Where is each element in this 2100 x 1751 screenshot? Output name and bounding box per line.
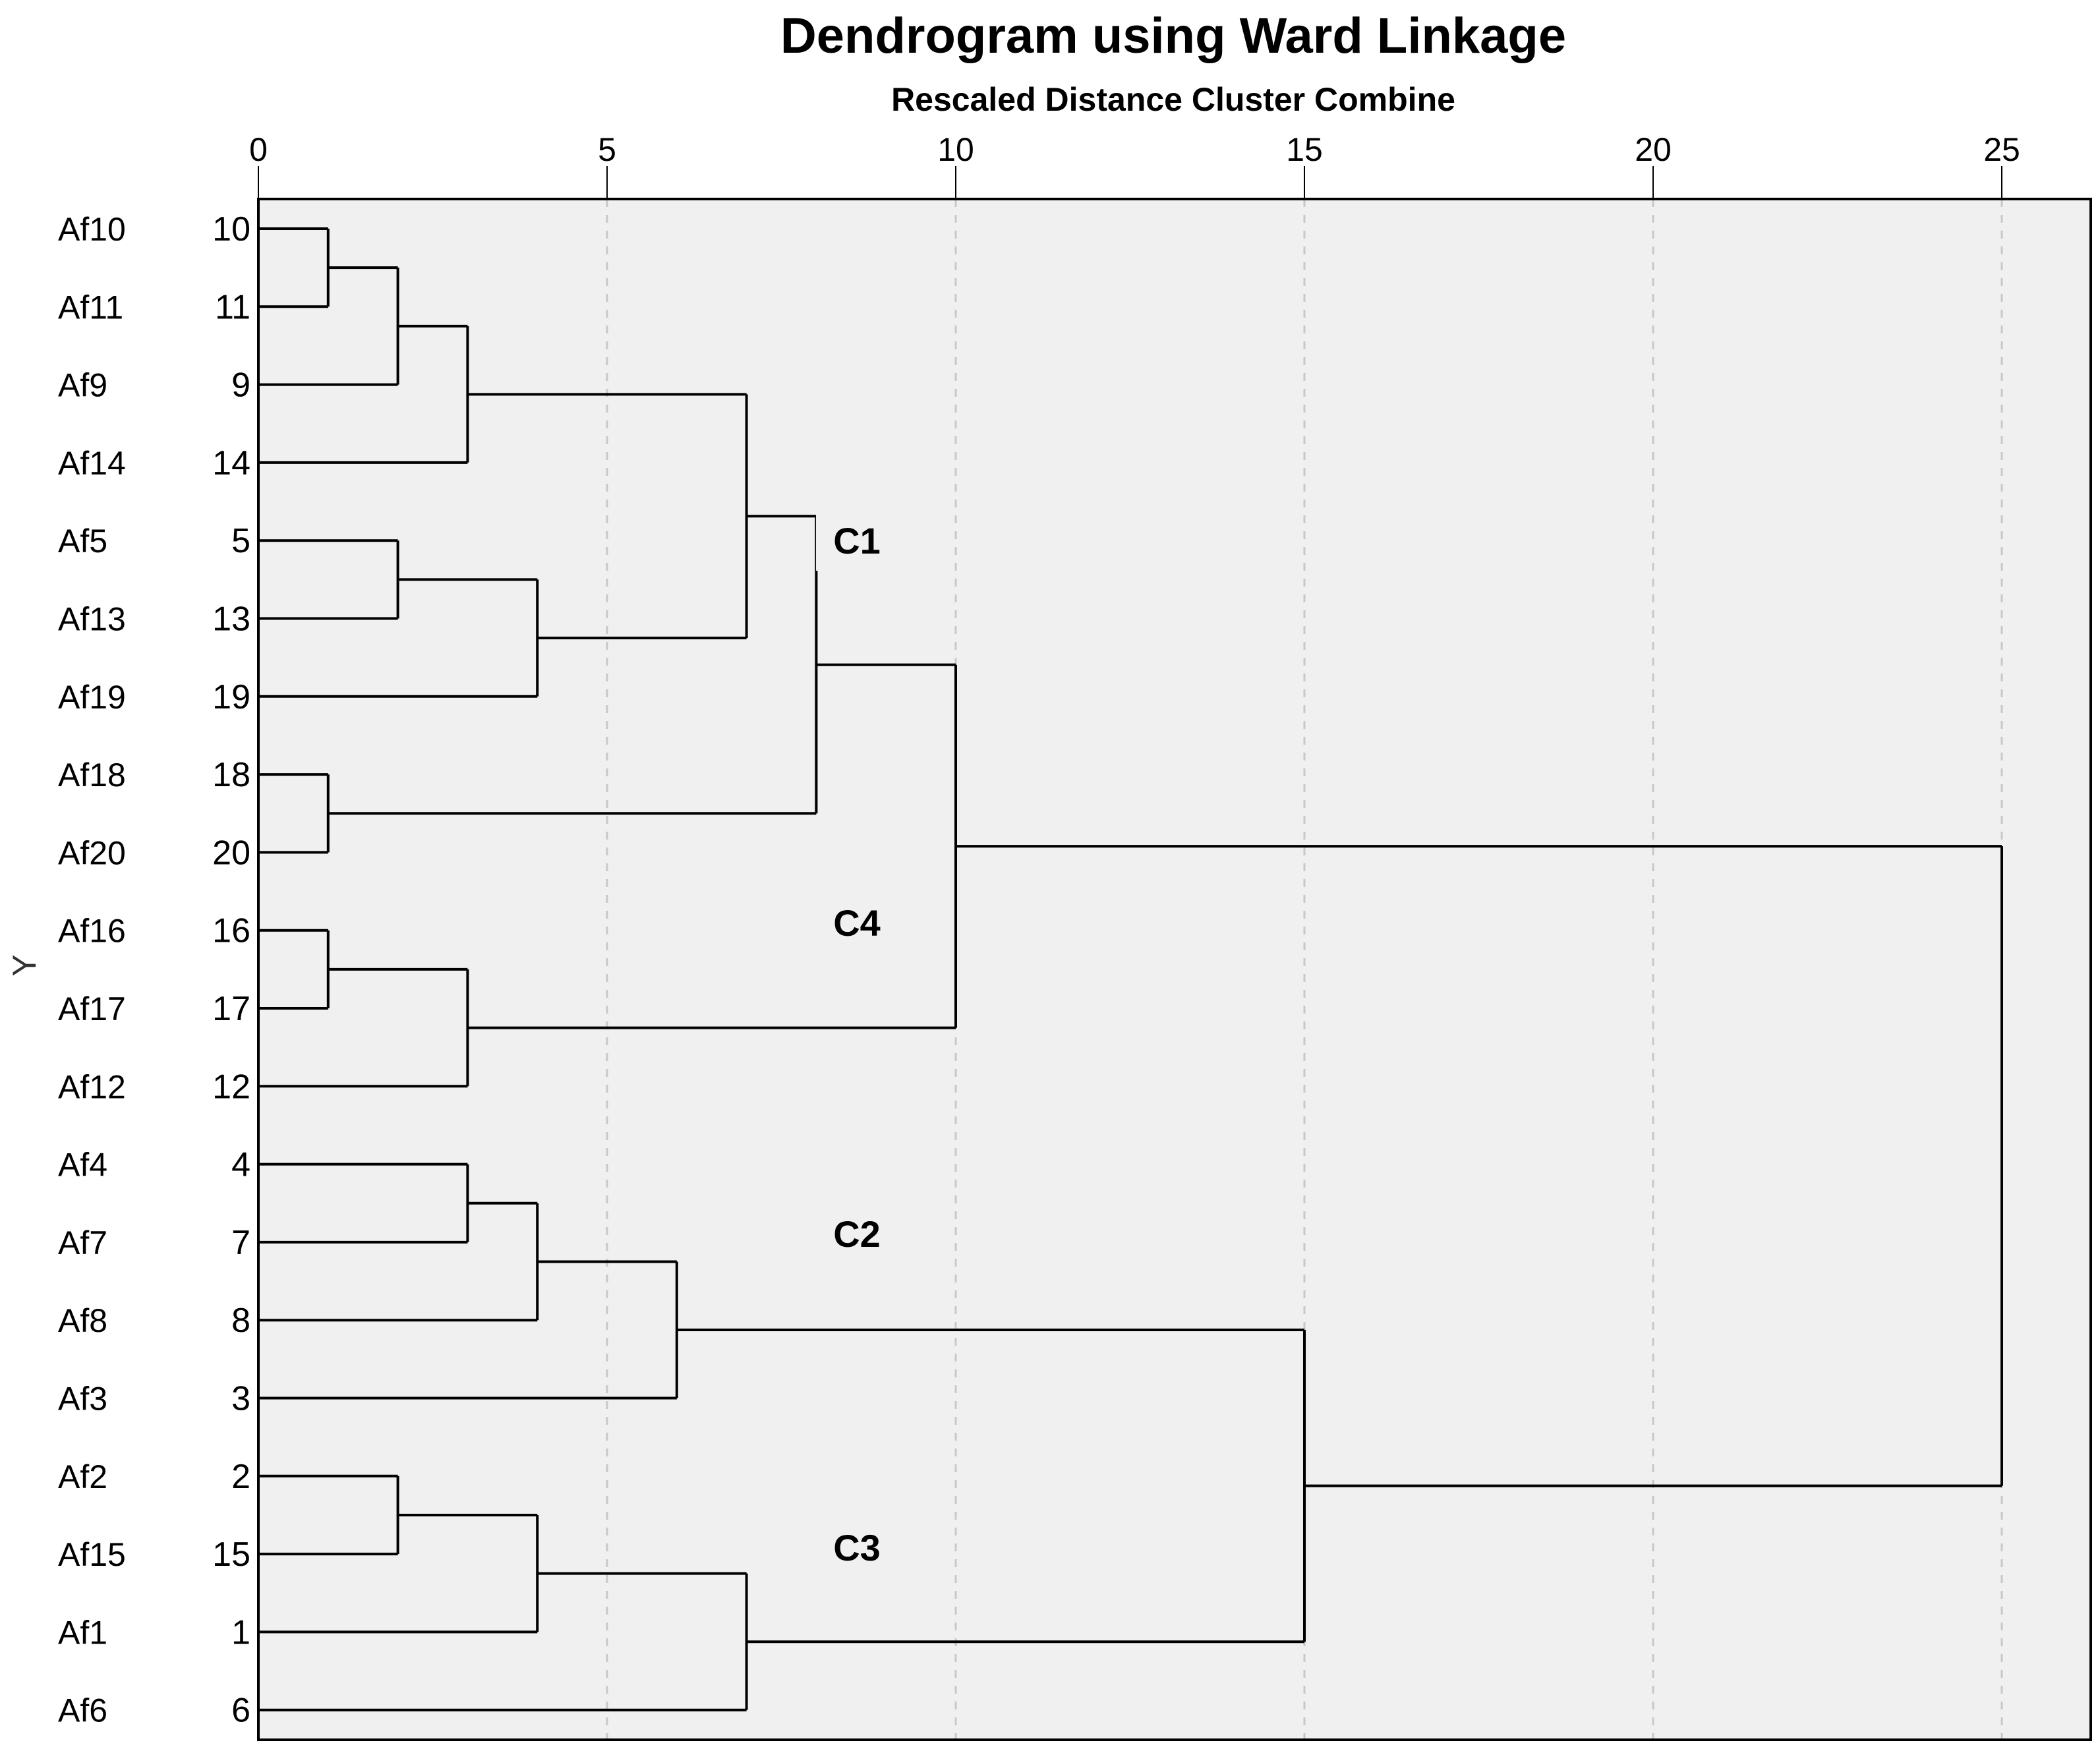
leaf-name-label: Af5 xyxy=(58,523,107,560)
leaf-name-label: Af14 xyxy=(58,445,126,482)
x-tick-label: 25 xyxy=(1983,131,2020,168)
leaf-name-label: Af9 xyxy=(58,367,107,404)
leaf-id-label: 17 xyxy=(212,990,250,1028)
plot-frame xyxy=(257,198,2092,1741)
leaf-id-label: 8 xyxy=(231,1302,250,1340)
cluster-label-bg xyxy=(816,511,898,571)
leaf-name-label: Af20 xyxy=(58,834,126,871)
leaf-id-label: 11 xyxy=(215,288,250,326)
leaf-id-label: 5 xyxy=(231,522,250,560)
plot-background xyxy=(258,199,2091,1740)
leaf-name-label: Af17 xyxy=(58,990,126,1027)
x-tick-label: 10 xyxy=(937,131,974,168)
leaf-id-label: 16 xyxy=(212,912,250,950)
leaf-id-label: 1 xyxy=(231,1613,250,1651)
x-tick-label: 5 xyxy=(598,131,616,168)
leaf-name-label: Af13 xyxy=(58,601,126,638)
leaf-id-label: 18 xyxy=(212,756,250,794)
leaf-name-label: Af3 xyxy=(58,1381,107,1418)
leaf-name-label: Af16 xyxy=(58,913,126,950)
cluster-label-bg xyxy=(816,1205,898,1264)
cluster-label: C4 xyxy=(833,902,881,944)
leaf-name-label: Af7 xyxy=(58,1224,107,1261)
leaf-id-label: 2 xyxy=(231,1458,250,1496)
leaf-id-label: 3 xyxy=(231,1380,250,1418)
leaf-name-label: Af10 xyxy=(58,211,126,248)
x-tick-label: 15 xyxy=(1286,131,1323,168)
leaf-id-label: 12 xyxy=(212,1068,250,1106)
leaf-name-label: Af6 xyxy=(58,1692,107,1729)
cluster-label: C2 xyxy=(833,1213,881,1255)
leaf-name-label: Af1 xyxy=(58,1614,107,1651)
leaf-name-label: Af11 xyxy=(58,289,123,326)
cluster-label: C1 xyxy=(833,520,881,561)
chart-title: Dendrogram using Ward Linkage xyxy=(780,8,1566,64)
leaf-name-label: Af8 xyxy=(58,1302,107,1339)
cluster-label-bg xyxy=(816,894,898,953)
leaf-id-label: 9 xyxy=(231,366,250,405)
leaf-id-label: 19 xyxy=(212,678,250,716)
leaf-id-label: 14 xyxy=(212,444,250,482)
leaf-name-label: Af4 xyxy=(58,1147,107,1184)
leaf-name-label: Af2 xyxy=(58,1458,107,1495)
leaf-id-label: 4 xyxy=(231,1146,250,1184)
leaf-id-label: 13 xyxy=(212,600,250,639)
leaf-name-label: Af19 xyxy=(58,679,126,716)
leaf-name-label: Af18 xyxy=(58,757,126,793)
x-tick-label: 20 xyxy=(1635,131,1672,168)
chart-subtitle: Rescaled Distance Cluster Combine xyxy=(891,81,1455,118)
cluster-label-bg xyxy=(816,1518,898,1578)
leaf-id-label: 10 xyxy=(212,210,250,248)
x-tick-label: 0 xyxy=(249,131,268,168)
cluster-label: C3 xyxy=(833,1527,881,1568)
leaf-name-label: Af15 xyxy=(58,1536,126,1573)
leaf-id-label: 6 xyxy=(231,1692,250,1730)
leaf-id-label: 20 xyxy=(212,834,250,872)
y-axis-label: Y xyxy=(6,954,43,976)
leaf-id-label: 15 xyxy=(212,1536,250,1574)
leaf-id-label: 7 xyxy=(231,1224,250,1262)
leaf-name-label: Af12 xyxy=(58,1068,126,1105)
